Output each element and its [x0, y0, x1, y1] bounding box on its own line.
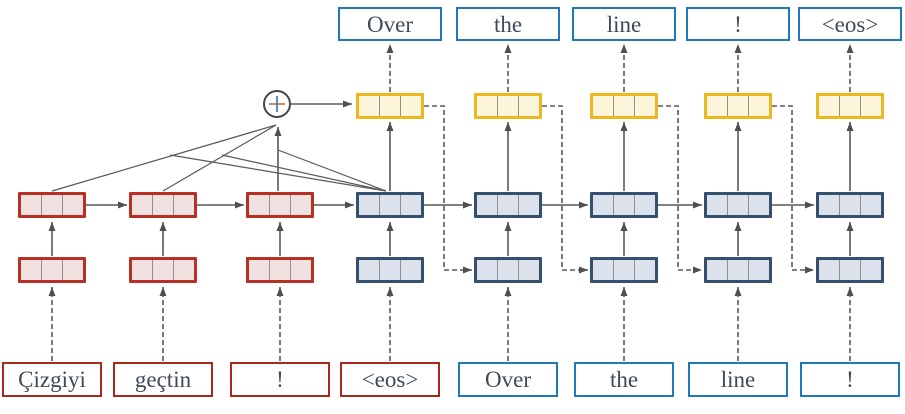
predicted-word-box: ! [686, 7, 790, 41]
attention-sum-icon [263, 90, 291, 118]
decoder-hidden-state-box [590, 192, 658, 218]
embedding-arrows [48, 222, 854, 256]
decoder-hidden-state-box [356, 192, 424, 218]
source-input-word-box: ! [230, 362, 330, 397]
source-input-word-box: geçtin [113, 362, 213, 397]
predicted-word-box: the [456, 7, 560, 41]
encoder-hidden-state-box [129, 192, 197, 218]
encoder-embedding-box [246, 257, 314, 283]
feedback-arrows [424, 105, 814, 274]
decoder-embedding-box [704, 257, 772, 283]
encoder-hidden-state-box [18, 192, 86, 218]
attention-context-lines [169, 149, 387, 192]
encoder-embedding-box [18, 257, 86, 283]
decoder-embedding-box [816, 257, 884, 283]
target-input-word-box: Over [458, 362, 558, 397]
target-input-word-box: ! [800, 362, 900, 397]
predicted-word-box: <eos> [798, 7, 902, 41]
decoder-embedding-box [474, 257, 542, 283]
decoder-output-box [474, 93, 542, 119]
decoder-output-box [356, 93, 424, 119]
predicted-word-box: Over [338, 7, 442, 41]
decoder-output-box [590, 93, 658, 119]
decoder-hidden-state-box [474, 192, 542, 218]
decoder-hidden-state-box [816, 192, 884, 218]
target-input-word-box: line [688, 362, 788, 397]
decoder-output-box [816, 93, 884, 119]
decoder-embedding-box [356, 257, 424, 283]
encoder-hidden-state-box [246, 192, 314, 218]
predicted-word-box: line [572, 7, 676, 41]
input-word-arrows [48, 287, 854, 361]
decoder-output-box [704, 93, 772, 119]
prediction-arrows [386, 44, 854, 92]
source-input-word-box: <eos> [340, 362, 440, 397]
source-input-word-box: Çizgiyi [2, 362, 102, 397]
output-layer-arrows [386, 122, 854, 191]
decoder-hidden-state-box [704, 192, 772, 218]
decoder-embedding-box [590, 257, 658, 283]
encoder-embedding-box [129, 257, 197, 283]
attention-sum-lines [51, 124, 282, 192]
target-input-word-box: the [574, 362, 674, 397]
